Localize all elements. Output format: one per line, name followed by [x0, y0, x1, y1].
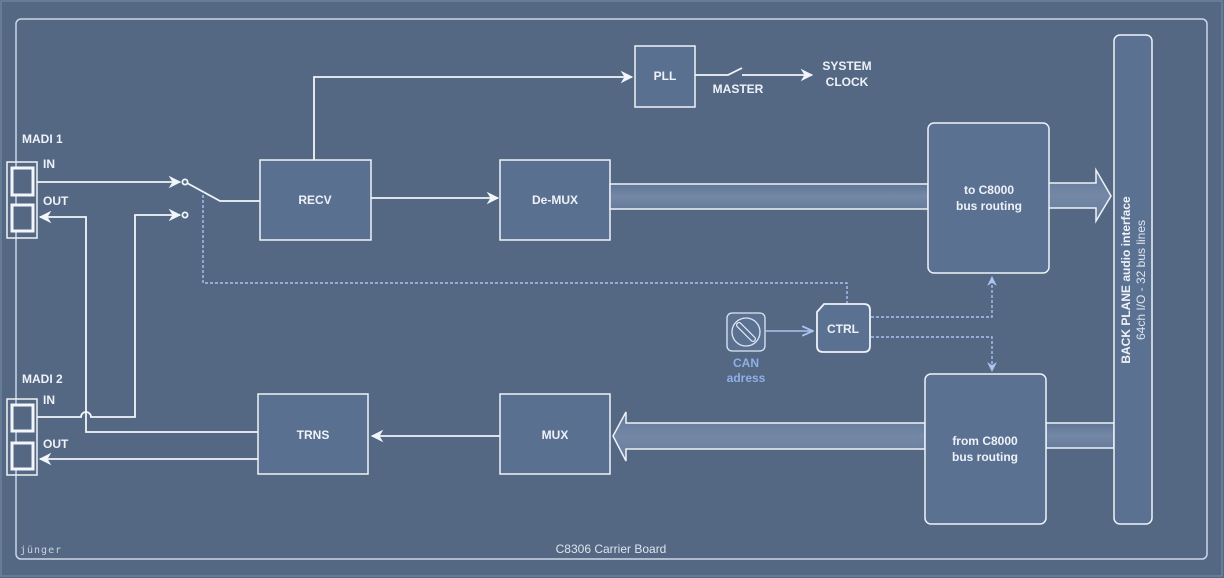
to-c8000-label-line2: bus routing	[956, 199, 1022, 213]
system-clock-label-line1: SYSTEM	[822, 59, 871, 73]
signal-wires	[37, 67, 814, 466]
demux-label: De-MUX	[532, 193, 578, 207]
can-label-line2: adress	[727, 371, 766, 385]
from-c8000-label-line2: bus routing	[952, 450, 1018, 464]
madi1-out-port[interactable]	[10, 203, 35, 233]
madi2-connector	[6, 398, 38, 476]
mux-block[interactable]	[499, 393, 611, 475]
madi1-out-label: OUT	[43, 194, 69, 208]
to-c8000-label-line1: to C8000	[964, 183, 1014, 197]
madi2-out-label: OUT	[43, 437, 69, 451]
madi1-in-port[interactable]	[10, 166, 35, 197]
from-c8000-label-line1: from C8000	[952, 434, 1018, 448]
madi2-in-port[interactable]	[10, 403, 35, 433]
bus-to-backplane-arrow	[1047, 167, 1112, 224]
madi2-title: MADI 2	[22, 372, 63, 386]
pll-block[interactable]	[634, 45, 696, 108]
board-outline	[15, 18, 1208, 560]
board-title: C8306 Carrier Board	[556, 542, 667, 556]
control-lines	[202, 192, 997, 372]
to-c8000-routing-block[interactable]	[927, 122, 1050, 274]
system-clock-label-line2: CLOCK	[826, 75, 869, 89]
trns-label: TRNS	[297, 428, 330, 442]
madi1-in-label: IN	[43, 157, 55, 171]
recv-label: RECV	[298, 193, 331, 207]
mux-label: MUX	[542, 428, 569, 442]
bus-routing-to-mux-arrow	[612, 411, 926, 462]
recv-block[interactable]	[259, 159, 372, 241]
can-label-line1: CAN	[733, 356, 759, 370]
master-switch-label: MASTER	[713, 82, 764, 96]
rotary-switch-icon[interactable]	[726, 312, 766, 352]
demux-block[interactable]	[499, 159, 611, 241]
madi1-title: MADI 1	[22, 132, 63, 146]
ctrl-block[interactable]	[816, 303, 871, 353]
bus-demux-to-routing	[609, 183, 929, 210]
from-c8000-routing-block[interactable]	[924, 373, 1047, 525]
madi2-in-label: IN	[43, 393, 55, 407]
madi1-connector	[6, 161, 38, 239]
madi2-out-port[interactable]	[10, 441, 35, 471]
trns-block[interactable]	[257, 393, 369, 475]
ctrl-label: CTRL	[827, 322, 859, 336]
bus-from-backplane	[1045, 422, 1115, 449]
backplane-subtitle: 64ch I/O - 32 bus lines	[1134, 220, 1148, 340]
pll-label: PLL	[654, 69, 677, 83]
backplane-interface[interactable]	[1113, 34, 1153, 525]
brand-logo: jünger	[20, 545, 62, 556]
backplane-title: BACK PLANE audio interface	[1119, 196, 1133, 364]
